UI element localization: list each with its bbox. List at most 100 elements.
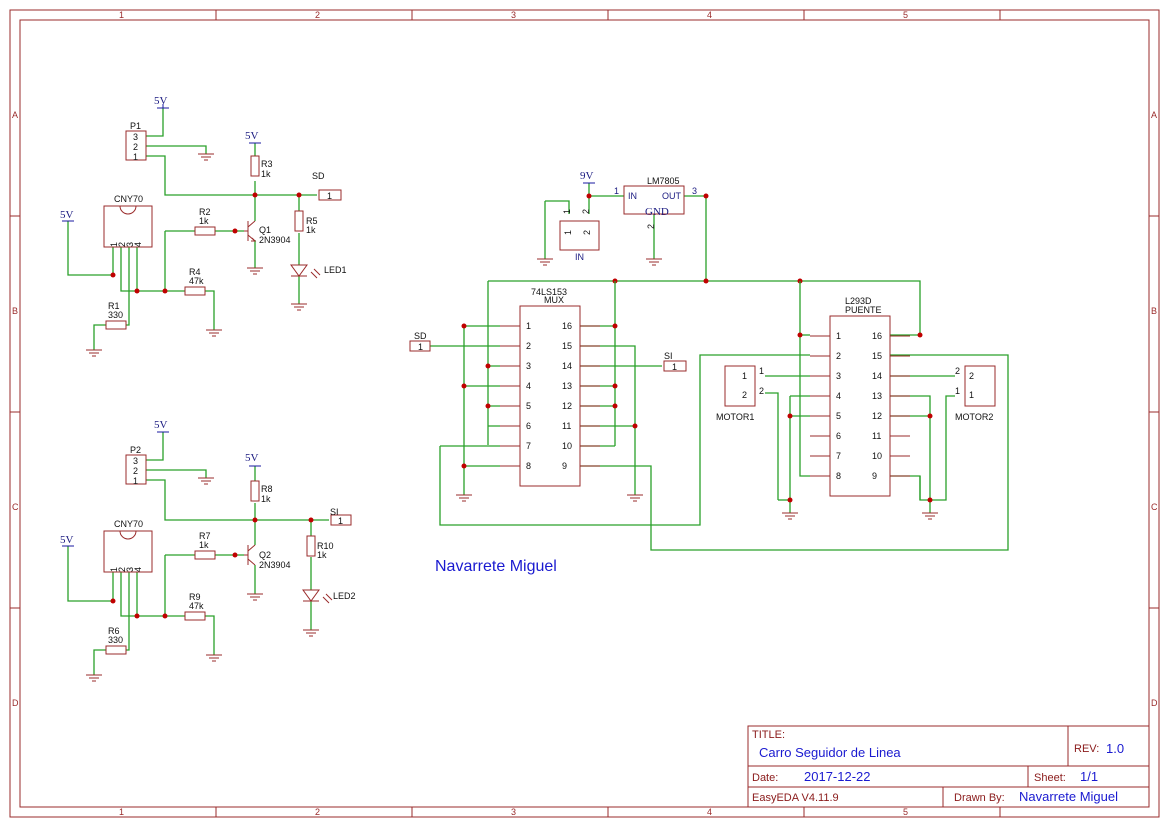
- ground-icon: [537, 258, 553, 266]
- pin-number: 4: [836, 391, 841, 401]
- ref-label: R10: [317, 541, 334, 551]
- value-label: 1k: [199, 216, 209, 226]
- zone-col: 1: [119, 10, 124, 20]
- pin-number: 4: [526, 381, 531, 391]
- resistor-r9: [184, 611, 206, 621]
- zone-row: D: [12, 698, 19, 708]
- zone-row: B: [1151, 306, 1157, 316]
- ground-icon: [247, 593, 263, 601]
- pin-number: 2: [117, 242, 127, 247]
- pin-number: 2: [955, 366, 960, 376]
- header-label: P2: [130, 445, 141, 455]
- ref-label: R2: [199, 207, 211, 217]
- zone-col: 2: [315, 10, 320, 20]
- lm7805-regulator: [623, 185, 685, 215]
- drawn-by-label: Drawn By:: [954, 792, 1005, 804]
- pin-number: 12: [562, 401, 572, 411]
- pin-label: GND: [645, 206, 669, 218]
- ref-label: R4: [189, 267, 201, 277]
- power-label: 5V: [154, 95, 168, 107]
- part-label: MUX: [544, 295, 564, 305]
- pin-number: 1: [759, 366, 764, 376]
- drawing-frame: [9, 9, 1160, 818]
- net-label: SD: [414, 331, 427, 341]
- pin-number: 2: [117, 567, 127, 572]
- pin-number: 3: [133, 456, 138, 466]
- value-label: 330: [108, 635, 123, 645]
- zone-row: C: [12, 502, 19, 512]
- rev-value: 1.0: [1106, 741, 1124, 756]
- pin-label: OUT: [662, 191, 682, 201]
- cny70-sensor-2: [103, 530, 153, 573]
- net-flag-sd: [409, 340, 431, 352]
- pin-number: 1: [614, 186, 619, 196]
- resistor-r1: [105, 320, 127, 330]
- header-label: P1: [130, 121, 141, 131]
- value-label: 1k: [199, 540, 209, 550]
- value-label: 330: [108, 310, 123, 320]
- date-value: 2017-12-22: [804, 769, 871, 784]
- power-label: 5V: [245, 130, 259, 142]
- resistor-r5: [294, 210, 304, 232]
- zone-col: 3: [511, 10, 516, 20]
- pin-number: 2: [133, 142, 138, 152]
- zone-row: C: [1151, 502, 1158, 512]
- zone-col: 2: [315, 807, 320, 817]
- pin-number: 1: [109, 567, 119, 572]
- zone-labels: 1 2 3 4 5 1 2 3 4 5 A B C D A B C D: [12, 10, 1158, 817]
- header-p2: [125, 454, 147, 485]
- ground-icon: [782, 512, 798, 520]
- zone-col: 4: [707, 807, 712, 817]
- title-label: TITLE:: [752, 729, 785, 741]
- ground-icon: [627, 494, 643, 502]
- resistor-r10: [306, 535, 316, 557]
- power-label: 9V: [580, 170, 594, 182]
- net-label: SI: [664, 351, 673, 361]
- ref-label: R7: [199, 531, 211, 541]
- pin-number: 1: [133, 476, 138, 486]
- pin-number: 11: [562, 421, 571, 431]
- pin-number: 8: [836, 471, 841, 481]
- pin-number: 2: [759, 386, 764, 396]
- pin-number: 6: [836, 431, 841, 441]
- led-1: [290, 264, 308, 277]
- resistor-r3: [250, 155, 260, 177]
- ref-label: R9: [189, 592, 201, 602]
- pin-number: 10: [872, 451, 882, 461]
- sensor-label: CNY70: [114, 519, 143, 529]
- pin-number: 14: [872, 371, 882, 381]
- zone-row: A: [12, 110, 18, 120]
- resistor-r2: [194, 226, 216, 236]
- ground-icon: [247, 267, 263, 275]
- ref-label: LED2: [333, 591, 356, 601]
- zone-col: 5: [903, 10, 908, 20]
- motor-label: MOTOR1: [716, 412, 754, 422]
- power-label: 5V: [60, 209, 74, 221]
- pin-number: 8: [526, 461, 531, 471]
- ground-icon: [456, 494, 472, 502]
- motor-label: MOTOR2: [955, 412, 993, 422]
- ground-icon: [206, 654, 222, 662]
- zone-col: 1: [119, 807, 124, 817]
- zone-col: 5: [903, 807, 908, 817]
- ground-icon: [86, 349, 102, 357]
- net-flag-sd: [318, 189, 342, 201]
- ref-label: R1: [108, 301, 120, 311]
- pin-number: 3: [836, 371, 841, 381]
- pin-number: 1: [338, 516, 343, 526]
- pin-number: 1: [955, 386, 960, 396]
- cny70-sensor-1: [103, 205, 153, 248]
- sheet-value: 1/1: [1080, 769, 1098, 784]
- sheet-label: Sheet:: [1034, 772, 1066, 784]
- zone-row: D: [1151, 698, 1158, 708]
- value-label: 47k: [189, 276, 204, 286]
- value-label: 1k: [261, 169, 271, 179]
- pin-number: 9: [872, 471, 877, 481]
- pin-number: 15: [562, 341, 572, 351]
- date-label: Date:: [752, 772, 778, 784]
- title-block: TITLE: Carro Seguidor de Linea REV: 1.0 …: [747, 725, 1150, 808]
- ground-icon: [646, 258, 662, 266]
- pin-number: 5: [836, 411, 841, 421]
